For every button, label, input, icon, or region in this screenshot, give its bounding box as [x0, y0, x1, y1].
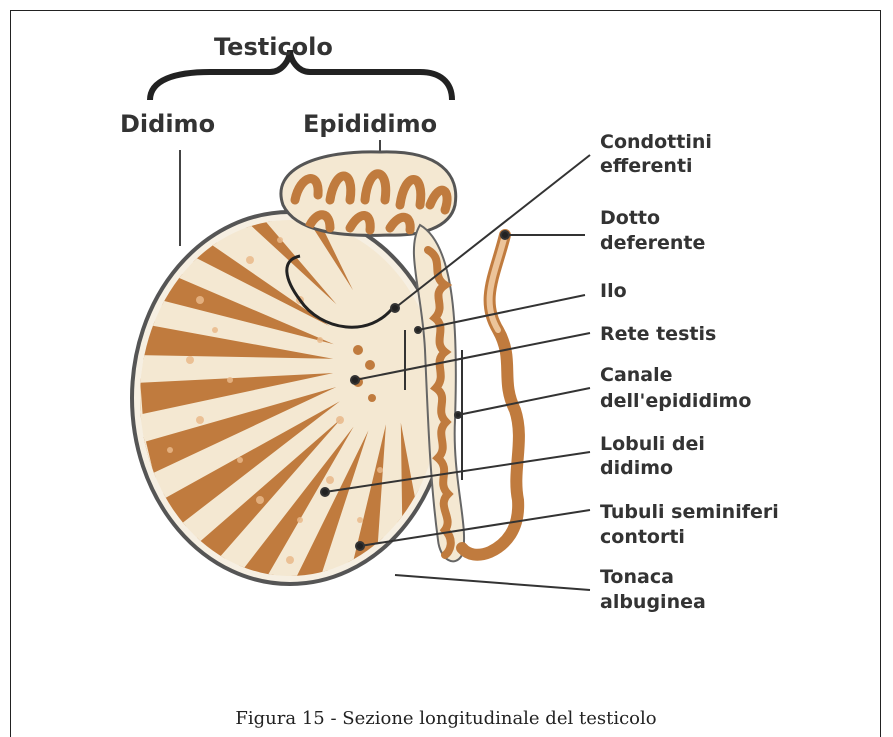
leader-canale	[455, 388, 590, 418]
testicolo-label: Testicolo	[214, 33, 333, 61]
figure-caption: Figura 15 - Sezione longitudinale del te…	[235, 708, 656, 729]
leader-dotto	[501, 231, 585, 239]
epididimo-label: Epididimo	[303, 110, 437, 138]
condottini-label-2: efferenti	[600, 155, 693, 177]
leader-tonaca	[395, 575, 590, 590]
didimo-label: Didimo	[120, 110, 215, 138]
dotto-label-2: deferente	[600, 232, 705, 254]
rete-label: Rete testis	[600, 323, 716, 345]
lobuli-label-1: Lobuli dei	[600, 433, 705, 455]
condottini-label-1: Condottini	[600, 131, 712, 153]
canale-label-2: dell'epididimo	[600, 390, 751, 412]
ilo-label: Ilo	[600, 280, 627, 302]
lobuli-label-2: didimo	[600, 457, 673, 479]
tubuli-label-1: Tubuli seminiferi	[600, 501, 779, 523]
epididymis-head	[281, 152, 456, 236]
tonaca-label-2: albuginea	[600, 591, 706, 613]
tonaca-label-1: Tonaca	[600, 566, 674, 588]
vas-deferens	[462, 235, 519, 555]
tubuli-label-2: contorti	[600, 526, 685, 548]
canale-label-1: Canale	[600, 364, 673, 386]
dotto-label-1: Dotto	[600, 207, 660, 229]
